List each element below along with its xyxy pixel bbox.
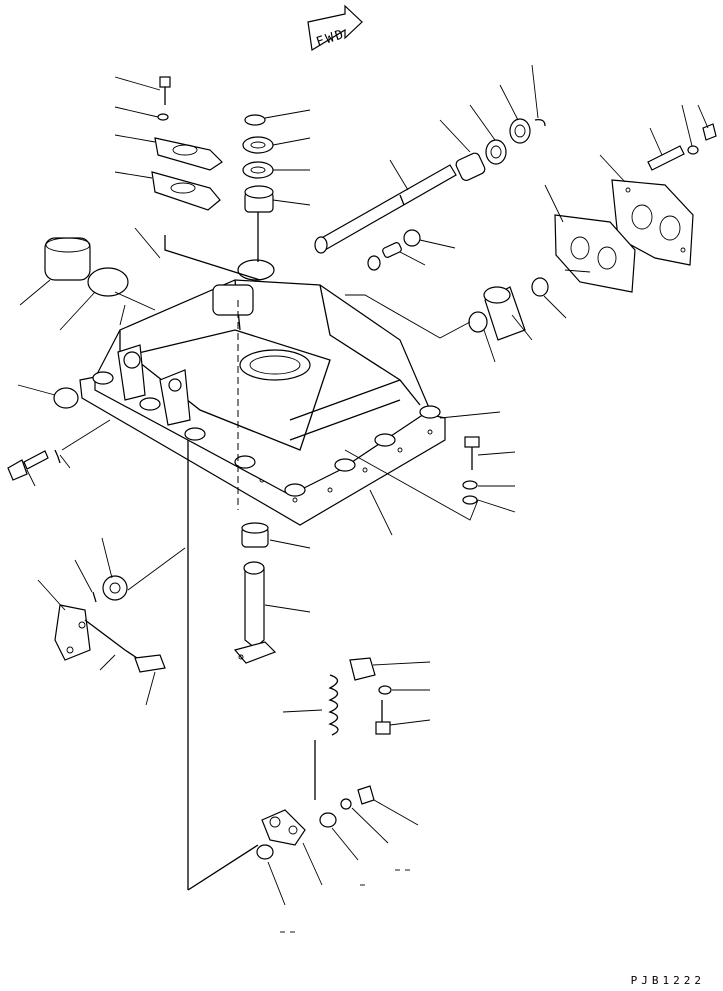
washer-bottom — [256, 844, 274, 860]
lower-bushing — [241, 522, 269, 548]
bushing-lower — [319, 812, 337, 828]
bushing-left — [53, 387, 79, 409]
nut-lower — [357, 785, 375, 805]
leader-upper-link — [164, 235, 261, 281]
washer-lower — [340, 798, 352, 810]
washer-mid — [378, 685, 392, 695]
flange-bolt-left — [7, 450, 49, 481]
return-spring — [314, 674, 339, 800]
lever-shaft — [233, 561, 277, 664]
fwd-arrow: FWD — [307, 4, 363, 51]
lower-lever — [261, 809, 306, 846]
stud-bolt-group — [647, 123, 717, 171]
pin-group — [367, 229, 421, 271]
plug-and-oring — [44, 237, 129, 297]
leader-bottom-link — [187, 844, 259, 891]
drawing-code: PJB1222 — [630, 974, 705, 987]
transmission-case-cover — [92, 259, 441, 497]
shaft — [314, 164, 457, 254]
sleeve-and-seal — [468, 277, 549, 341]
bearing-set — [455, 118, 546, 181]
washer-left — [54, 449, 61, 464]
top-bolt-group — [151, 76, 223, 211]
leader-lines — [17, 64, 709, 933]
spring-bracket — [349, 657, 376, 681]
side-cover-plate — [611, 179, 694, 266]
side-gasket — [554, 214, 636, 293]
lever-bracket — [54, 575, 166, 673]
right-bolt-group — [462, 436, 480, 505]
seal-stack — [242, 114, 274, 262]
bolt-mid — [375, 700, 391, 735]
